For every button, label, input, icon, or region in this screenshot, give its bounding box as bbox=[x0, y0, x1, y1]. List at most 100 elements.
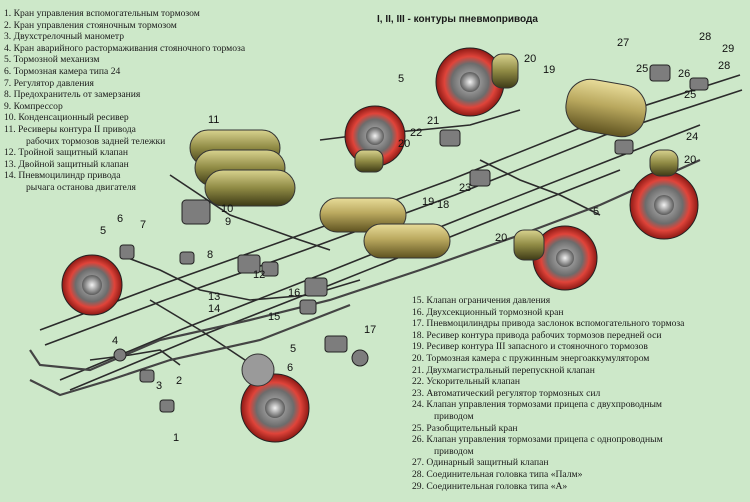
receivers-center bbox=[319, 197, 451, 259]
callout-19b: 19 bbox=[543, 64, 555, 76]
legend-item: 27. Одинарный защитный клапан bbox=[412, 457, 684, 469]
callout-18: 18 bbox=[437, 199, 449, 211]
legend-left: 1. Кран управления вспомогательным тормо… bbox=[4, 8, 245, 194]
legend-number: 1. bbox=[4, 8, 14, 19]
legend-text: Клапан управления тормозами прицепа с од… bbox=[426, 434, 663, 446]
legend-text: Одинарный защитный клапан bbox=[426, 457, 549, 469]
legend-number: 9. bbox=[4, 100, 14, 112]
callout-3: 3 bbox=[156, 380, 162, 392]
callout-1: 1 bbox=[173, 432, 179, 444]
callout-19: 19 bbox=[422, 196, 434, 208]
legend-text: Пневмоцилиндр привода bbox=[18, 170, 121, 182]
brake-drums bbox=[61, 47, 699, 443]
callout-27: 27 bbox=[617, 37, 629, 49]
legend-item: 9. Компрессор bbox=[4, 101, 245, 113]
callout-10: 10 bbox=[221, 203, 233, 215]
callout-12: 12 bbox=[253, 269, 265, 281]
spring-brake-chambers bbox=[354, 53, 679, 261]
legend-item: 15. Клапан ограничения давления bbox=[412, 295, 684, 307]
legend-number: 16. bbox=[412, 306, 427, 318]
callout-13: 13 bbox=[208, 291, 220, 303]
legend-number: 3. bbox=[4, 31, 14, 43]
callout-8: 8 bbox=[207, 249, 213, 261]
legend-item: 1. Кран управления вспомогательным тормо… bbox=[4, 8, 245, 20]
legend-item: 10. Конденсационный ресивер bbox=[4, 112, 245, 124]
legend-text: Конденсационный ресивер bbox=[18, 112, 129, 124]
legend-number: 22. bbox=[412, 376, 427, 388]
callout-15: 15 bbox=[268, 311, 280, 323]
legend-item: 3. Двухстрелочный манометр bbox=[4, 31, 245, 43]
legend-number: 20. bbox=[412, 352, 427, 364]
callout-5d: 5 bbox=[290, 343, 296, 355]
legend-item: 12. Тройной защитный клапан bbox=[4, 147, 245, 159]
legend-text: Ускорительный клапан bbox=[426, 376, 521, 388]
legend-text: Двухстрелочный манометр bbox=[13, 31, 125, 43]
legend-text: Кран аварийного растормаживания стояночн… bbox=[13, 42, 246, 54]
legend-number: 28. bbox=[412, 468, 427, 480]
callout-17: 17 bbox=[364, 324, 376, 336]
legend-text-continued: приводом bbox=[434, 410, 474, 422]
callout-14: 14 bbox=[208, 303, 220, 315]
legend-number: 13. bbox=[4, 158, 19, 170]
callout-21: 21 bbox=[427, 115, 439, 127]
legend-item: 22. Ускорительный клапан bbox=[412, 376, 684, 388]
callout-5b: 5 bbox=[398, 73, 404, 85]
legend-number: 27. bbox=[412, 457, 427, 469]
legend-text: Двойной защитный клапан bbox=[18, 158, 129, 170]
callout-20c: 20 bbox=[684, 154, 696, 166]
callout-11: 11 bbox=[208, 114, 219, 126]
callout-20d: 20 bbox=[495, 232, 507, 244]
callout-20: 20 bbox=[524, 53, 536, 65]
legend-item: 21. Двухмагистральный перепускной клапан bbox=[412, 365, 684, 377]
legend-number: 19. bbox=[412, 341, 427, 353]
legend-text: Двухмагистральный перепускной клапан bbox=[426, 364, 595, 376]
legend-text: Кран управления стояночным тормозом bbox=[13, 19, 177, 31]
callout-24: 24 bbox=[686, 131, 698, 143]
callout-20b: 20 bbox=[398, 138, 410, 150]
legend-number: 26. bbox=[412, 434, 427, 446]
legend-text: Тройной защитный клапан bbox=[18, 147, 129, 159]
legend-number: 14. bbox=[4, 170, 19, 182]
legend-text: Предохранитель от замерзания bbox=[13, 89, 141, 101]
callout-23: 23 bbox=[459, 182, 471, 194]
legend-number: 5. bbox=[4, 54, 14, 66]
legend-number: 23. bbox=[412, 387, 427, 399]
legend-text: Соединительная головка типа «А» bbox=[426, 480, 568, 492]
legend-number: 8. bbox=[4, 89, 14, 101]
legend-number: 11. bbox=[4, 123, 19, 135]
legend-text: Тормозной механизм bbox=[13, 54, 100, 66]
legend-number: 29. bbox=[412, 480, 427, 492]
legend-item: 23. Автоматический регулятор тормозных с… bbox=[412, 388, 684, 400]
legend-text: Ресивер контура привода рабочих тормозов… bbox=[426, 329, 662, 341]
callouts: 1 2 3 4 5 5 5 5 6 6 7 8 9 10 11 12 13 14… bbox=[100, 31, 734, 444]
legend-item: 20. Тормозная камера с пружинным энергоа… bbox=[412, 353, 684, 365]
legend-text: Двухсекционный тормозной кран bbox=[426, 306, 564, 318]
legend-item: 13. Двойной защитный клапан bbox=[4, 159, 245, 171]
callout-4: 4 bbox=[112, 335, 118, 347]
callout-5c: 5 bbox=[593, 206, 599, 218]
legend-number: 17. bbox=[412, 318, 427, 330]
legend-text: Клапан управления тормозами прицепа с дв… bbox=[426, 399, 663, 411]
legend-text: Клапан ограничения давления bbox=[426, 295, 551, 306]
receivers-rear-bogie bbox=[189, 129, 296, 207]
legend-number: 21. bbox=[412, 364, 427, 376]
callout-29: 29 bbox=[722, 43, 734, 55]
diagram-title: I, II, III - контуры пневмопривода bbox=[377, 14, 538, 25]
legend-text: Разобщительный кран bbox=[426, 422, 518, 434]
legend-item: 18. Ресивер контура привода рабочих торм… bbox=[412, 330, 684, 342]
callout-28: 28 bbox=[699, 31, 711, 43]
legend-item: 25. Разобщительный кран bbox=[412, 423, 684, 435]
legend-item: 4. Кран аварийного растормаживания стоян… bbox=[4, 43, 245, 55]
legend-number: 12. bbox=[4, 147, 19, 159]
legend-item: 7. Регулятор давления bbox=[4, 78, 245, 90]
callout-5: 5 bbox=[100, 225, 106, 237]
legend-number: 2. bbox=[4, 19, 14, 31]
callout-28b: 28 bbox=[718, 60, 730, 72]
legend-item: 26. Клапан управления тормозами прицепа … bbox=[412, 434, 684, 457]
legend-number: 15. bbox=[412, 295, 427, 306]
legend-number: 7. bbox=[4, 77, 14, 89]
callout-26: 26 bbox=[678, 68, 690, 80]
